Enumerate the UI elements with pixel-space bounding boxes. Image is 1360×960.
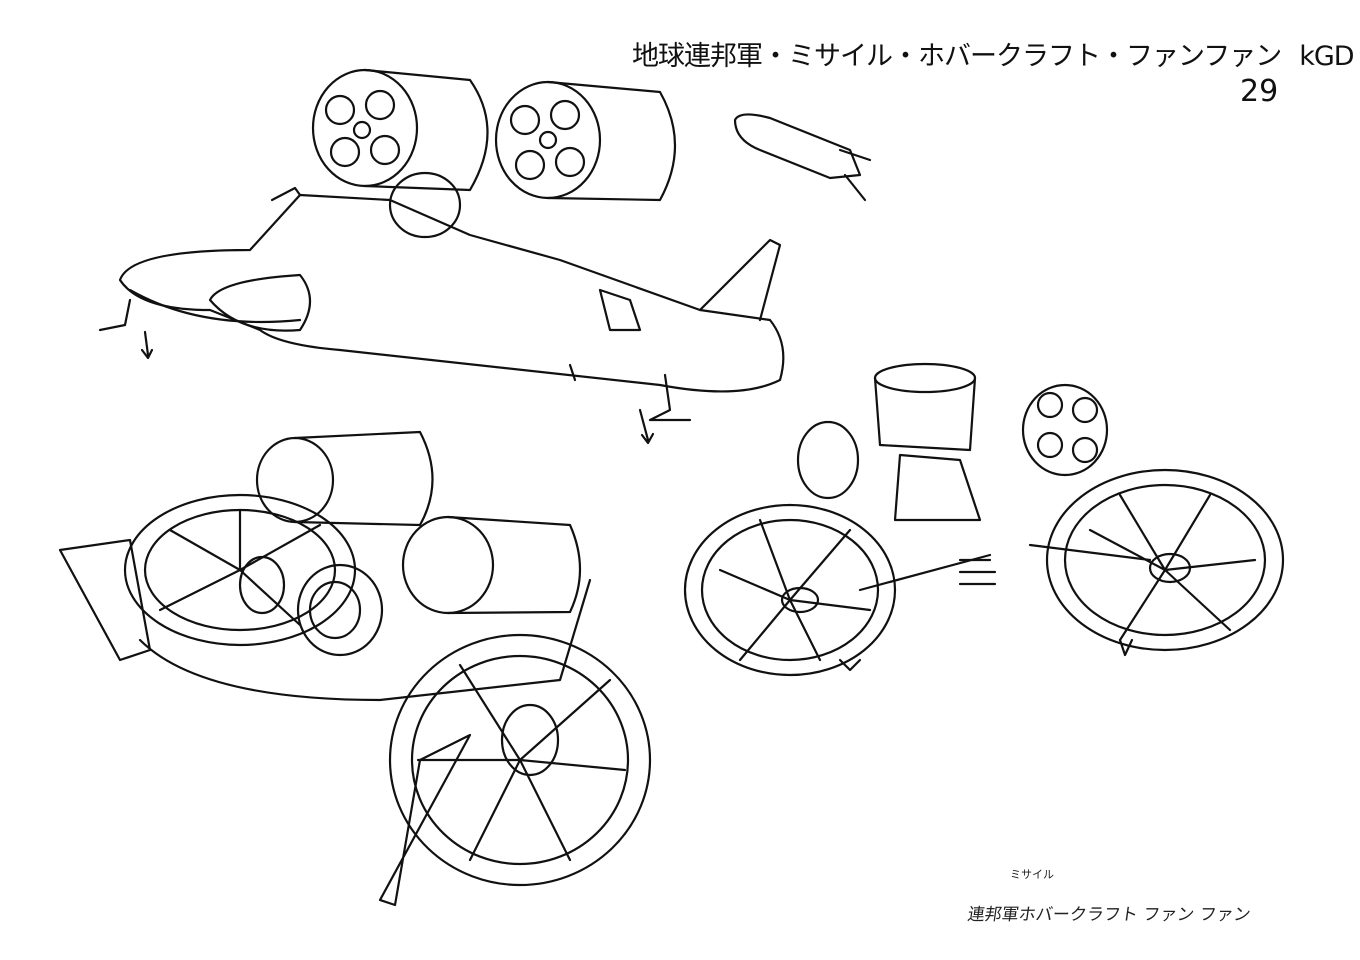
hovercraft-front-view (683, 362, 1285, 677)
hovercraft-rear-view (58, 430, 652, 907)
sheet-title: 地球連邦軍・ミサイル・ホバークラフト・ファンファン kGD (632, 34, 1355, 73)
sheet-number: 29 (1240, 74, 1279, 109)
sheet-code: kGD (1299, 41, 1354, 72)
missile (733, 113, 872, 202)
hovercraft-side-view (98, 68, 785, 445)
title-text: 地球連邦軍・ミサイル・ホバークラフト・ファンファン (632, 41, 1282, 72)
handwritten-insert: ミサイル (1010, 868, 1054, 881)
